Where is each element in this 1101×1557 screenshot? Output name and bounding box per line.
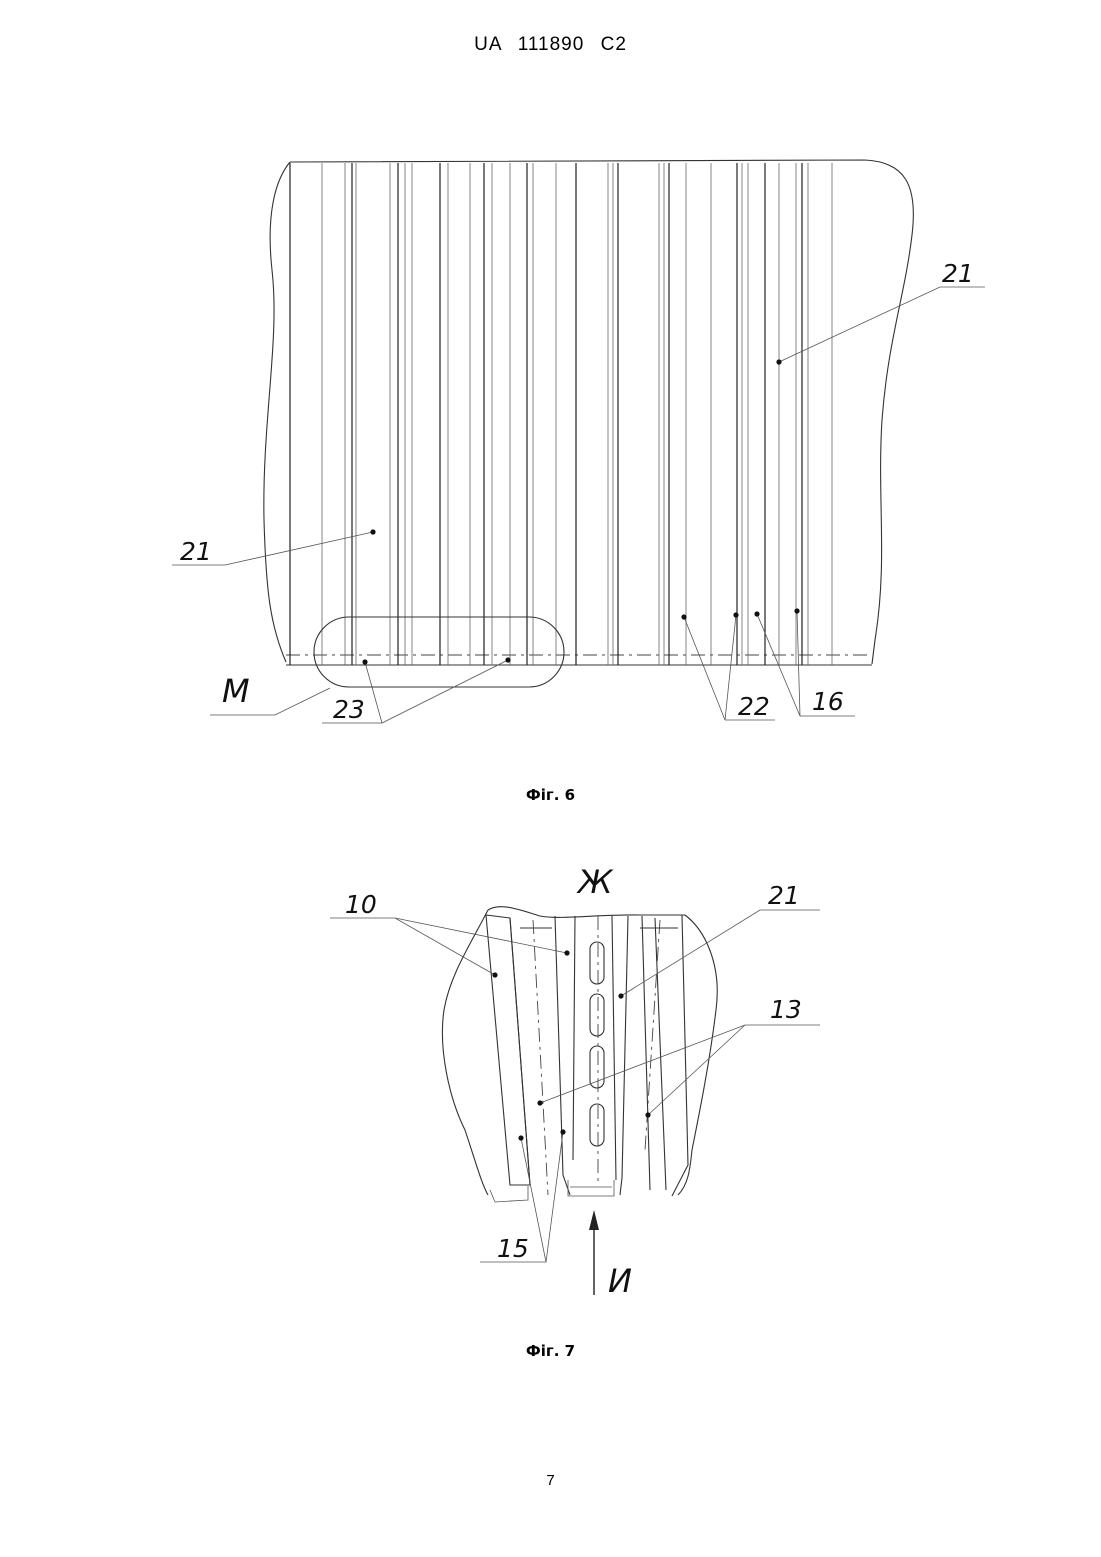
fig7-ref-21: 21 [768, 881, 800, 910]
figure-7-caption: Фіг. 7 [0, 1342, 1101, 1360]
fig7-ref-zh: Ж [576, 863, 614, 901]
page-number: 7 [0, 1472, 1101, 1489]
fig7-ref-13: 13 [770, 995, 802, 1024]
fig7-ref-15: 15 [497, 1234, 529, 1263]
fig7-ref-10: 10 [345, 890, 377, 919]
fig7-slots [590, 942, 604, 1146]
fig7-break-outline [442, 907, 717, 1195]
fig7-ref-i: И [608, 1262, 632, 1300]
figure-7-drawing: Ж 10 21 13 15 И [0, 0, 1101, 1330]
